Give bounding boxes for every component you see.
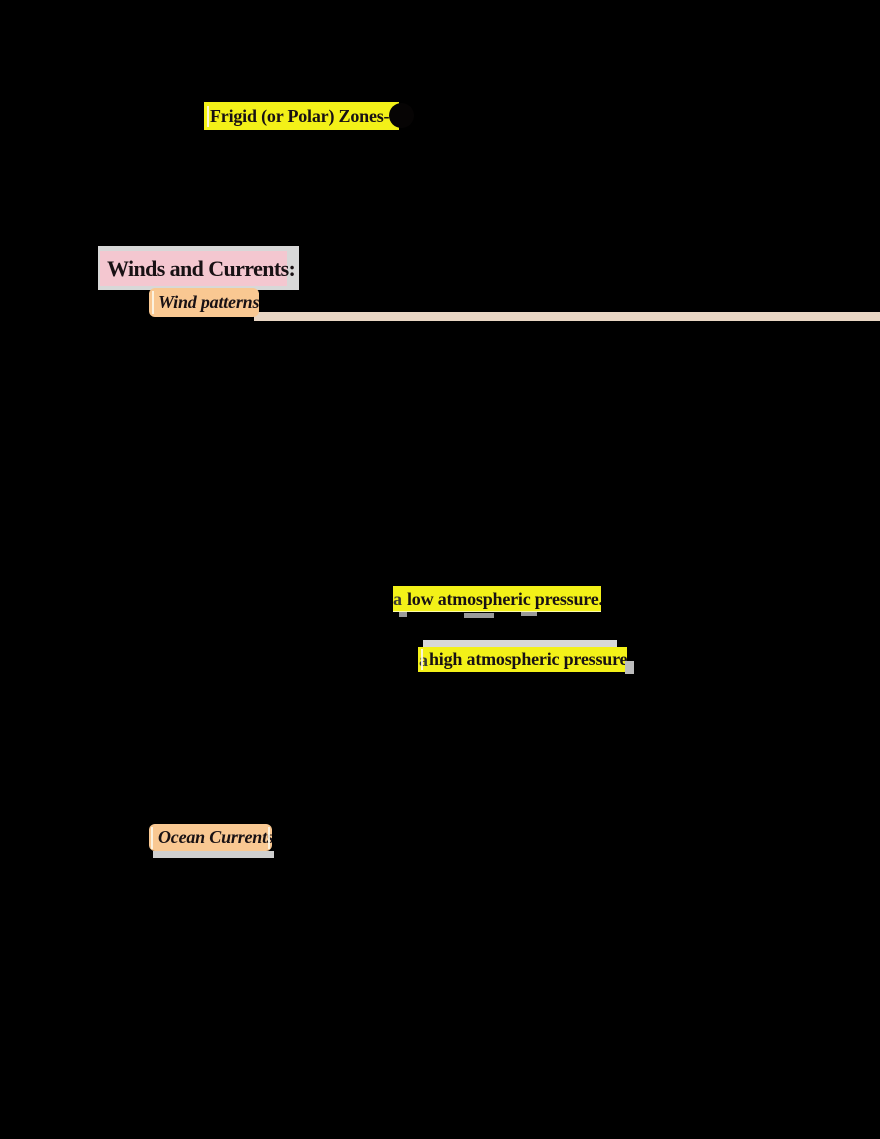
partial-word-fragment: a [419,650,428,670]
wind-patterns-underline-rule [254,312,880,321]
subheading-ocean-currents: Ocean Currents [149,824,272,851]
highlight-edge-sliver [207,106,209,127]
wind-patterns-text: Wind patterns [158,292,259,312]
highlight-edge-sliver [152,291,154,314]
high-pressure-shadow [423,640,617,648]
ocean-currents-text: Ocean Currents [158,827,272,847]
frigid-zones-text: Frigid (or Polar) Zones- [210,106,390,126]
heading-winds-and-currents: Winds and Currents: [100,251,296,286]
redaction-dot [389,103,414,128]
low-pressure-text: low atmospheric pressure. [407,589,601,609]
shadow-fragment [399,612,407,617]
subheading-wind-patterns: Wind patterns [149,288,259,317]
highlight-edge-sliver [151,827,153,849]
highlight-low-pressure: low atmospheric pressure. [393,586,601,612]
ocean-currents-shadow [153,851,274,858]
partial-word-fragment: a [393,589,402,609]
winds-and-currents-text: Winds and Currents: [107,256,296,281]
shadow-fragment [625,661,634,674]
highlight-edge-sliver [268,827,270,849]
shadow-fragment [521,612,537,616]
highlight-frigid-zones: Frigid (or Polar) Zones- [204,102,399,130]
highlight-edge-sliver [421,649,423,670]
shadow-fragment [464,613,494,618]
highlight-high-pressure: high atmospheric pressure. [418,647,627,672]
high-pressure-text: high atmospheric pressure. [429,649,627,669]
